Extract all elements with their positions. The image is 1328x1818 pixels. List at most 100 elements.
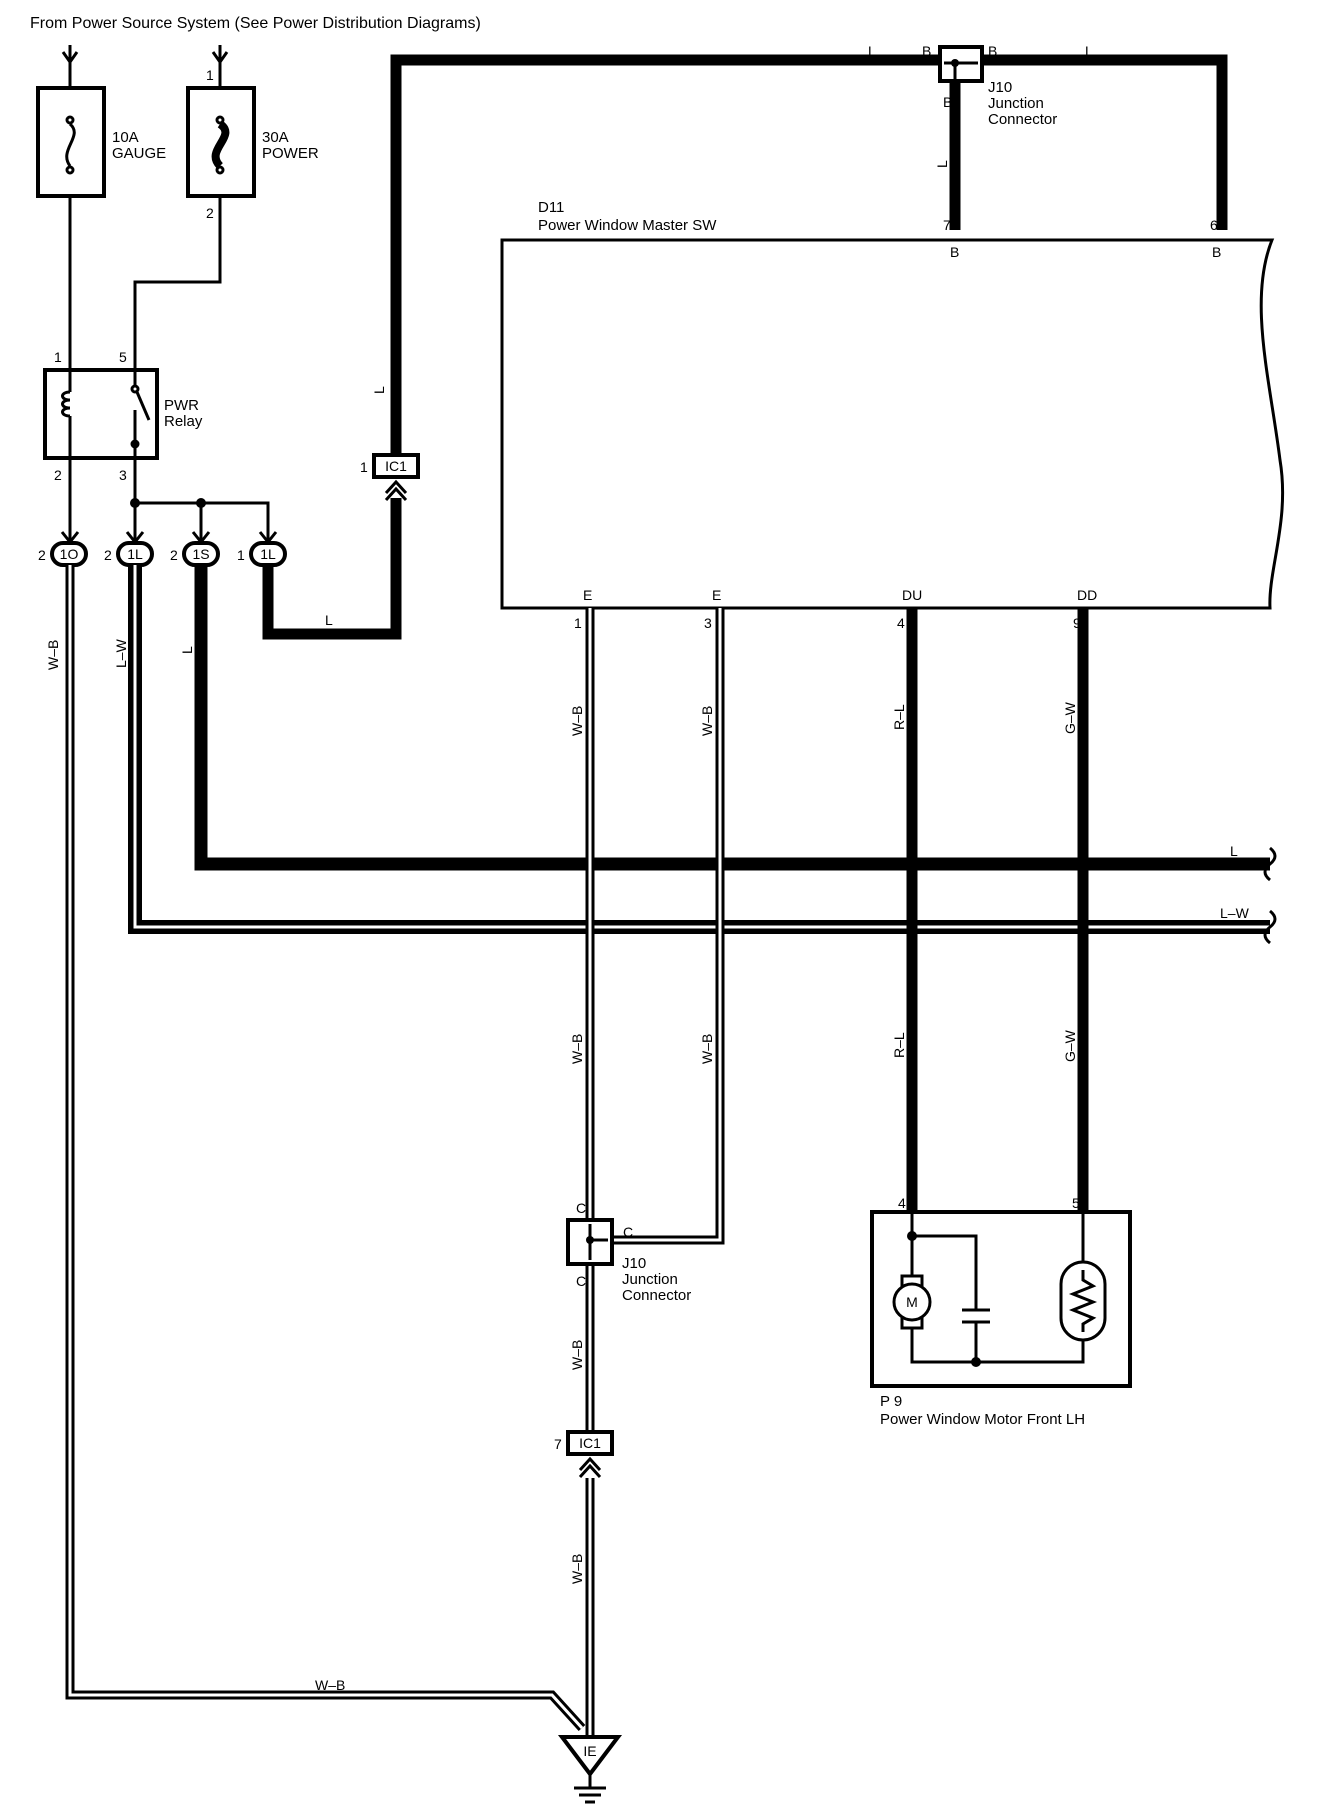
wires-relay-out — [68, 458, 270, 540]
connector-1s: 1S 2 — [170, 531, 220, 567]
power-window-motor: 4 5 M P 9 Power Window Motor Front LH — [870, 1195, 1132, 1428]
wire-label-l-top-left: L — [868, 43, 876, 59]
wire-label-wb-6: W–B — [569, 1554, 585, 1584]
master-sw-term-b-2: B — [1212, 244, 1221, 260]
relay-coil-icon — [61, 370, 72, 458]
motor-name: Power Window Motor Front LH — [880, 1411, 1085, 1428]
j10-top-pin-right: B — [988, 43, 997, 59]
fuse-icon — [211, 115, 230, 175]
break-mark-lw — [1263, 909, 1277, 945]
master-sw-pin-4: 4 — [897, 615, 905, 631]
j10-bottom-pin-right: C — [623, 1224, 633, 1240]
j10-top-line2: Connector — [988, 111, 1057, 128]
connector-ic1-top-pin: 1 — [360, 459, 368, 475]
source-header: From Power Source System (See Power Dist… — [30, 15, 481, 32]
arrow-down-icon — [61, 45, 229, 88]
j10-top-line1: Junction — [988, 95, 1044, 112]
connector-1l-a: 1L 2 — [104, 531, 154, 567]
wire-label-l-bus: L — [1230, 843, 1238, 859]
wire-label-wb-4: W–B — [699, 1034, 715, 1064]
fuse-30a-pin-top: 1 — [206, 67, 214, 83]
master-sw-term-du: DU — [902, 587, 922, 603]
ground-label: IE — [583, 1743, 596, 1759]
master-sw-id: D11 — [538, 199, 564, 216]
wire-label-rl-lower: R–L — [891, 1032, 907, 1058]
wire-label-l-left: L — [179, 646, 195, 654]
wire-label-l-top-right: L — [1085, 43, 1093, 59]
j10-bottom-line1: Junction — [622, 1271, 678, 1288]
wire-label-gw-upper: G–W — [1062, 701, 1078, 734]
wire-label-lw-bus: L–W — [1220, 905, 1250, 921]
master-sw-pin-6: 6 — [1210, 217, 1218, 233]
relay-switch-icon — [130, 370, 151, 458]
connector-ic1-bottom: IC1 7 — [554, 1430, 614, 1479]
connector-1l-a-pin: 2 — [104, 547, 112, 563]
fuse-10a-name: GAUGE — [112, 145, 166, 162]
thermistor-icon — [1059, 1260, 1107, 1342]
connector-1s-label: 1S — [192, 546, 209, 562]
motor-icon: M — [892, 1274, 932, 1330]
connector-1s-pin: 2 — [170, 547, 178, 563]
connector-1o: 1O 2 — [38, 531, 88, 567]
relay-pin-1: 1 — [54, 349, 62, 365]
wire-label-gw-lower: G–W — [1062, 1029, 1078, 1062]
motor-pin-4: 4 — [898, 1195, 906, 1211]
motor-symbol: M — [906, 1294, 918, 1310]
connector-ic1-top: IC1 1 — [360, 453, 420, 502]
j10-top-id: J10 — [988, 79, 1012, 96]
wire-l-power — [262, 54, 1228, 640]
wire-l-bus — [194, 565, 1270, 871]
fuse-10a-gauge: 10A GAUGE — [36, 86, 166, 198]
wire-lw-bus — [128, 565, 1270, 934]
fuse-30a-power: 1 30A POWER 2 — [186, 67, 319, 221]
master-sw-term-dd: DD — [1077, 587, 1097, 603]
master-sw-pin-9: 9 — [1073, 615, 1081, 631]
wire-label-wb-5: W–B — [569, 1340, 585, 1370]
connector-1l-b-pin: 1 — [237, 547, 245, 563]
motor-pin-5: 5 — [1072, 1195, 1080, 1211]
master-sw-name: Power Window Master SW — [538, 217, 717, 234]
fuse-30a-rating: 30A — [262, 129, 289, 146]
connector-1o-pin: 2 — [38, 547, 46, 563]
fuse-30a-name: POWER — [262, 145, 319, 162]
fuse-30a-pin-bottom: 2 — [206, 205, 214, 221]
master-sw-pin-1: 1 — [574, 615, 582, 631]
junction-dots — [130, 498, 206, 508]
relay-pin-5: 5 — [119, 349, 127, 365]
wire-label-l-riser: L — [371, 386, 387, 394]
connector-ic1-top-label: IC1 — [385, 458, 407, 474]
master-sw-pin-3: 3 — [704, 615, 712, 631]
wire-label-rl-upper: R–L — [891, 704, 907, 730]
j10-bottom-pin-bottom: C — [576, 1273, 586, 1289]
pwr-relay: 1 5 PWR Relay 2 3 — [43, 349, 203, 483]
connector-1l-a-label: 1L — [127, 546, 143, 562]
wire-label-wb-left: W–B — [45, 640, 61, 670]
fuse-icon — [65, 115, 76, 175]
capacitor-icon — [962, 1308, 990, 1324]
relay-pin-3: 3 — [119, 467, 127, 483]
connector-ic1-bottom-pin: 7 — [554, 1436, 562, 1452]
relay-label-1: PWR — [164, 397, 199, 414]
ground-ie: IE — [557, 1735, 623, 1804]
fuse-10a-rating: 10A — [112, 129, 139, 146]
master-sw-term-b-1: B — [950, 244, 959, 260]
master-sw-term-e-2: E — [712, 587, 721, 603]
connector-1l-b: 1L 1 — [237, 531, 287, 567]
wire-label-wb-bottom: W–B — [315, 1677, 345, 1693]
motor-internal-wiring — [910, 1212, 1085, 1364]
wire-label-lw-left: L–W — [113, 638, 129, 668]
j10-bottom-junction: C C C J10 Junction Connector — [566, 1200, 691, 1304]
relay-pin-2: 2 — [54, 467, 62, 483]
j10-top-junction: B B B J10 Junction Connector — [922, 43, 1057, 128]
j10-top-pin-bottom: B — [943, 94, 952, 110]
wire-label-l-j10-down: L — [934, 160, 950, 168]
master-sw-pin-7: 7 — [943, 217, 951, 233]
motor-id: P 9 — [880, 1393, 902, 1410]
ground-icon — [574, 1774, 606, 1804]
wire-wb-ground — [65, 565, 725, 1735]
wire-label-wb-2: W–B — [699, 706, 715, 736]
wire-label-l-bottom: L — [325, 612, 333, 628]
relay-label-2: Relay — [164, 413, 203, 430]
connector-1l-b-label: 1L — [260, 546, 276, 562]
